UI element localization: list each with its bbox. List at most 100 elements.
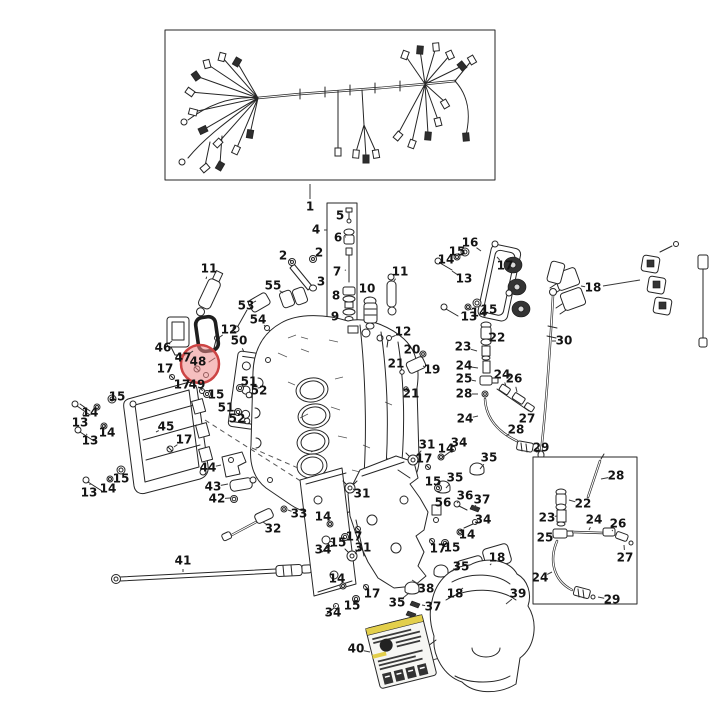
decal-yellow-stripe — [365, 614, 424, 636]
part-number-16: 16 — [462, 236, 479, 250]
sensor-43 — [229, 476, 257, 492]
harness-connector — [407, 138, 417, 150]
part-number-30: 30 — [556, 334, 573, 348]
callout-leader — [470, 348, 478, 352]
nut-42 — [230, 495, 238, 503]
part-number-39: 39 — [510, 587, 527, 601]
harness-connector — [199, 162, 211, 174]
harness-connector — [352, 149, 360, 159]
harness-connector — [444, 49, 456, 61]
screw-37 — [469, 504, 481, 513]
fasteners-13-14-15-upper — [71, 394, 117, 442]
callout-leader — [279, 290, 284, 294]
harness-connector — [190, 70, 202, 82]
callout-leader — [445, 483, 450, 489]
leader-18-right — [602, 279, 641, 287]
decal-yellow-stripe — [372, 651, 387, 659]
part-number-14: 14 — [438, 442, 455, 456]
callout-leader — [244, 421, 247, 423]
callout-leader — [449, 569, 454, 573]
assembly-dashed-line — [204, 419, 311, 488]
part-number-51: 51 — [218, 401, 235, 415]
part-number-6: 6 — [334, 231, 342, 245]
callout-leader — [471, 379, 477, 382]
harness-connector — [202, 58, 212, 70]
harness-connector — [466, 54, 478, 66]
sensor-53 — [232, 292, 271, 333]
callout-leader — [476, 247, 482, 252]
part-number-14: 14 — [100, 482, 117, 496]
callout-leader — [391, 334, 396, 338]
part-number-24: 24 — [494, 368, 511, 382]
callout-leader — [505, 433, 510, 437]
ring-terminal — [178, 158, 186, 166]
part-number-28: 28 — [508, 423, 525, 437]
harness-connector — [362, 154, 370, 164]
part-number-24: 24 — [586, 513, 603, 527]
part-number-23: 23 — [455, 340, 472, 354]
part-number-15: 15 — [344, 599, 361, 613]
fuel-line-assembly-mid — [479, 321, 540, 453]
harness-connector — [416, 45, 424, 55]
part-number-22: 22 — [575, 497, 592, 511]
callout-leader — [415, 450, 422, 457]
callout-leader — [219, 334, 224, 338]
screw-17-ecm — [166, 445, 174, 453]
part-number-29: 29 — [533, 441, 550, 455]
part-number-17: 17 — [157, 362, 174, 376]
callout-leader — [233, 409, 237, 412]
connector-55 — [278, 286, 309, 309]
part-number-17: 17 — [497, 259, 514, 273]
part-number-35: 35 — [447, 471, 464, 485]
callout-leader — [352, 488, 356, 491]
callout-leader — [588, 526, 591, 531]
part-number-48: 48 — [190, 355, 207, 369]
part-number-17: 17 — [174, 378, 191, 392]
callout-leader — [568, 499, 576, 503]
part-number-9: 9 — [331, 310, 339, 324]
part-number-14: 14 — [99, 426, 116, 440]
spark-plug-parts — [342, 207, 356, 322]
part-number-28: 28 — [608, 469, 625, 483]
callout-leader — [104, 425, 106, 428]
part-number-21: 21 — [388, 357, 405, 371]
callout-leader — [363, 650, 371, 653]
callout-leader — [262, 521, 267, 525]
part-number-14: 14 — [459, 528, 476, 542]
harness-connector — [230, 144, 242, 156]
harness-connectors — [184, 42, 478, 174]
spacer-56 — [431, 504, 442, 516]
callout-leader — [461, 587, 464, 590]
harness-connector — [432, 42, 440, 52]
highlight-part-48[interactable] — [179, 343, 221, 385]
part-number-46: 46 — [155, 341, 172, 355]
part-number-17: 17 — [430, 542, 447, 556]
part-number-15: 15 — [109, 390, 126, 404]
part-number-24: 24 — [532, 571, 549, 585]
screw-37 — [409, 600, 421, 609]
callout-leader — [405, 387, 408, 390]
callout-leader — [263, 324, 267, 328]
part-number-17: 17 — [176, 433, 193, 447]
part-number-56: 56 — [435, 496, 452, 510]
stud-36 — [458, 505, 468, 511]
part-number-31: 31 — [355, 541, 372, 555]
callout-leader — [402, 592, 410, 599]
coil-cylinders — [503, 256, 531, 318]
harness-connector — [462, 132, 470, 142]
callout-leader — [469, 308, 472, 311]
part-number-28: 28 — [456, 387, 473, 401]
part-number-15: 15 — [113, 472, 130, 486]
part-number-40: 40 — [348, 642, 365, 656]
harness-connector — [392, 130, 404, 142]
part-number-18: 18 — [585, 281, 602, 295]
retainer-46 — [166, 316, 190, 356]
callout-leader — [597, 596, 605, 599]
part-number-26: 26 — [506, 372, 523, 386]
callout-leader — [478, 304, 483, 307]
part-number-35: 35 — [481, 451, 498, 465]
part-number-15: 15 — [208, 388, 225, 402]
part-number-29: 29 — [604, 593, 621, 607]
callout-leader — [82, 411, 85, 416]
